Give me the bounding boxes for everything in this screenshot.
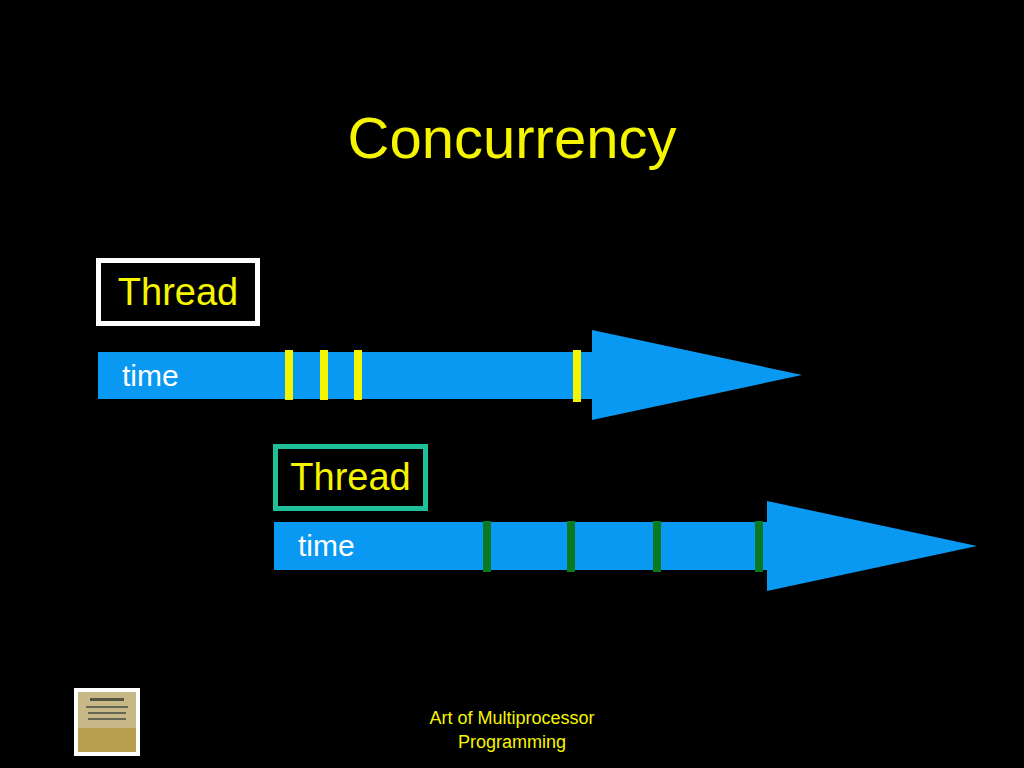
thread-box: Thread <box>96 258 260 326</box>
cover-art <box>78 728 136 752</box>
time-arrow: time <box>98 330 802 420</box>
cover-line <box>88 712 126 714</box>
axis-label: time <box>298 528 355 564</box>
book-cover <box>74 688 140 756</box>
cover-page <box>78 692 136 752</box>
arrow-fill <box>274 501 977 591</box>
cover-line <box>88 718 126 720</box>
cover-line <box>90 698 124 701</box>
arrow-fill <box>98 330 802 420</box>
arrow-shape <box>274 501 977 591</box>
cover-border <box>74 688 140 756</box>
thread-label: Thread <box>101 263 255 321</box>
arrow-shape <box>98 330 802 420</box>
slide-title: Concurrency <box>0 100 1024 176</box>
axis-label: time <box>122 358 179 394</box>
footer-label: Art of Multiprocessor Programming <box>412 706 612 754</box>
thread-box: Thread <box>273 444 428 511</box>
cover-line <box>86 706 128 708</box>
time-arrow: time <box>274 501 977 591</box>
thread-label: Thread <box>278 449 423 506</box>
